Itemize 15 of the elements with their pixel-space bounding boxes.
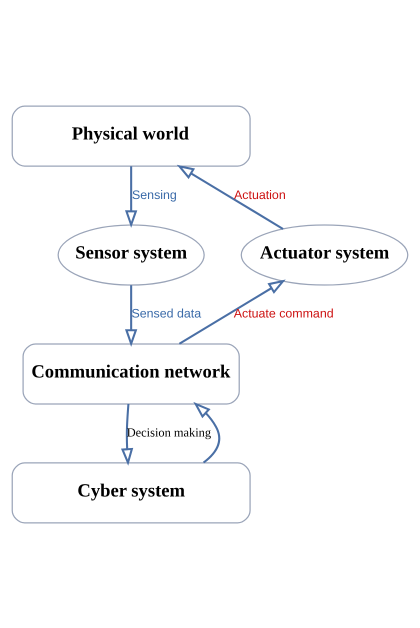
node-box: Cyber system [12, 462, 251, 523]
node-box: Physical world [12, 105, 251, 166]
arrow [125, 284, 138, 346]
edge-label: Actuate command [234, 306, 334, 320]
node-ellipse: Actuator system [240, 224, 408, 286]
arrow [176, 164, 284, 230]
node-ellipse: Sensor system [58, 224, 205, 286]
arrow [193, 401, 220, 463]
node-box: Communication network [22, 342, 240, 404]
arrow [178, 279, 286, 344]
edge-label: Sensed data [132, 306, 202, 320]
edge-label: Actuation [234, 187, 286, 202]
arrow [125, 166, 138, 228]
arrow [120, 403, 134, 466]
edge-label: Sensing [132, 187, 177, 202]
